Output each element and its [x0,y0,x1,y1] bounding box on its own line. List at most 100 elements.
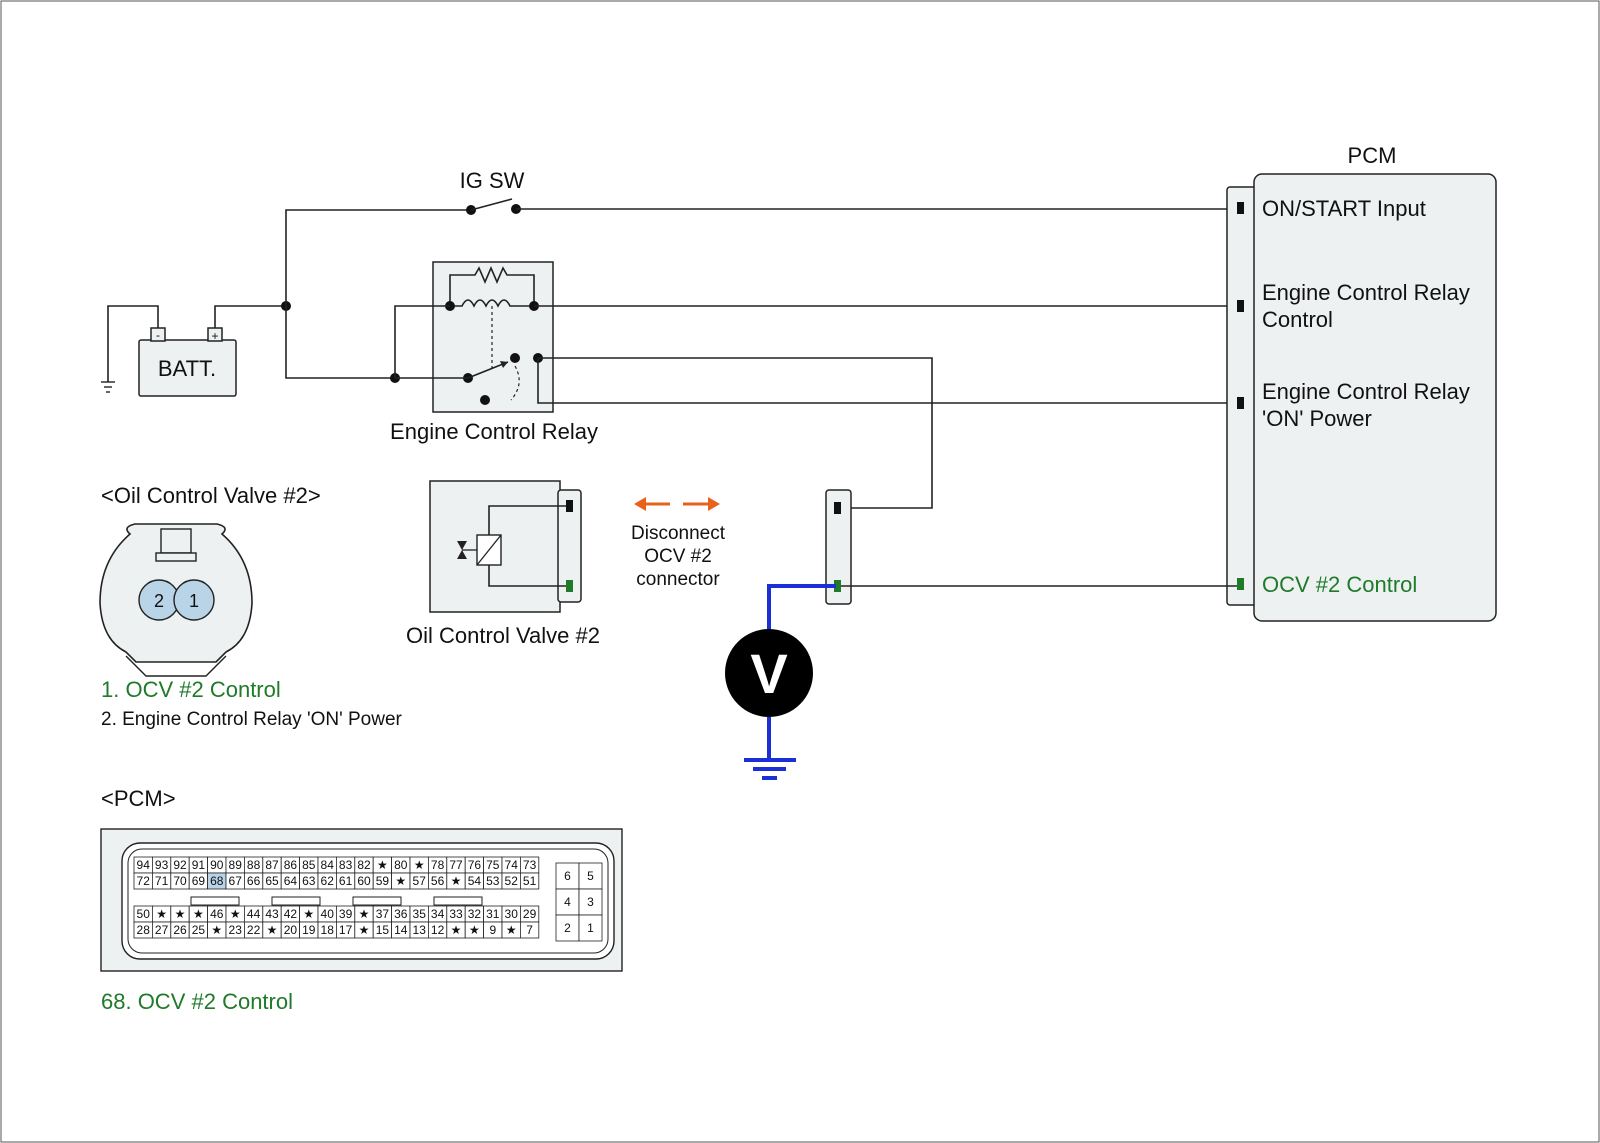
pcm-pin-label: 28 [137,923,151,937]
relay-label: Engine Control Relay [390,419,598,444]
pcm-pin-label: 40 [321,907,335,921]
pcm-pin-label: 86 [284,858,298,872]
pcm-pin-label: 23 [229,923,243,937]
pcm-pin-label: 31 [486,907,500,921]
pcm-side-pin-label: 1 [587,921,594,935]
pcm-pin-label: ★ [451,923,462,937]
pcm-pin-label: ★ [156,907,167,921]
pcm-title: PCM [1348,143,1397,168]
pcm-pin-label: 72 [137,874,151,888]
voltmeter-label: V [750,642,787,705]
pcm-pin-label: ★ [303,907,314,921]
ocv-component-label: Oil Control Valve #2 [406,623,600,648]
pcm-pin-label: 26 [173,923,187,937]
disconnect-arrows [634,497,720,511]
ground-symbol-battery [101,381,115,393]
pcm-pin-label: 93 [155,858,169,872]
pcm-pin-label: 77 [449,858,463,872]
pcm-pin-label: 78 [431,858,445,872]
pcm-side-pin-label: 5 [587,869,594,883]
pcm-pin-label: ★ [469,923,480,937]
pcm-pin-label: ★ [395,874,406,888]
ocv-legend-pin1: 1. OCV #2 Control [101,677,281,702]
pcm-pin-label: 52 [505,874,519,888]
pcm-pin-label: 46 [210,907,224,921]
pcm-pin-label: 91 [192,858,206,872]
pcm-pin-label: 92 [173,858,187,872]
pcm-pin-ocv-control: OCV #2 Control [1262,572,1417,597]
battery: - + BATT. [138,327,237,397]
pcm-legend: 68. OCV #2 Control [101,989,293,1014]
pcm-pin-label: 54 [468,874,482,888]
pcm-pin-label: 9 [489,923,496,937]
pcm-pin-label: 32 [468,907,482,921]
pcm-pin-label: 56 [431,874,445,888]
pcm-pin-label: 15 [376,923,390,937]
pcm-pin-label: 7 [526,923,533,937]
pcm-pin-label: 43 [265,907,279,921]
pcm-terminal-on-start [1237,202,1244,214]
pcm-pin-label: 37 [376,907,390,921]
pcm-pin-label: ★ [506,923,517,937]
pcm-pin-label: 20 [284,923,298,937]
pcm-pin-label: 25 [192,923,206,937]
pcm-pin-label: 63 [302,874,316,888]
pcm-pin-label: ★ [211,923,222,937]
wire-to-ig-switch [285,209,470,306]
pcm-pin-label: 53 [486,874,500,888]
meter-positive-lead [767,584,836,635]
pcm-side-pin-cell [578,914,603,942]
battery-ground-wire [107,305,159,382]
pcm-pin-label: 33 [449,907,463,921]
pcm-pin-label: 14 [394,923,408,937]
pcm-pin-label: 27 [155,923,169,937]
pcm-pin-label: 17 [339,923,353,937]
pcm-pin-label: 82 [357,858,371,872]
ocv-legend-pin2: 2. Engine Control Relay 'ON' Power [101,709,403,730]
pcm-pin-label: 61 [339,874,353,888]
pcm-terminal-relay-power [1237,397,1244,409]
pcm-pin-label: 50 [137,907,151,921]
pcm-pin-label: 85 [302,858,316,872]
pcm-pin-label: ★ [359,923,370,937]
voltmeter [725,629,813,717]
pcm-pin-cell [520,872,540,890]
pcm-pin-label: 70 [173,874,187,888]
pcm-pin-label: ★ [414,858,425,872]
wire-relay-coil-feed [394,305,450,378]
pcm-pin-label: 94 [137,858,151,872]
ocv-pin-1 [173,579,215,621]
pcm-pin-label: ★ [230,907,241,921]
pcm-pin-label: 87 [265,858,279,872]
pcm-pin-relay-control-line2: Control [1262,307,1333,332]
pcm-pin-label: 65 [265,874,279,888]
pcm-pin-relay-control-line1: Engine Control Relay [1262,280,1470,305]
pcm-pin-label: 36 [394,907,408,921]
pcm-terminal-relay-control [1237,300,1244,312]
pcm-pin-label: 22 [247,923,261,937]
pcm-pin-on-start: ON/START Input [1262,196,1426,221]
pcm-pin-label: ★ [193,907,204,921]
pcm-pin-label: 83 [339,858,353,872]
wire-to-relay-switch [285,306,395,379]
harness-connector [825,489,852,605]
disconnect-label-line3: connector [636,569,720,590]
pcm-pin-label: 34 [431,907,445,921]
battery-minus-label: - [156,328,160,342]
pcm-pin-label: 30 [505,907,519,921]
pcm-pin-label: 13 [413,923,427,937]
pcm-side-pin-label: 3 [587,895,594,909]
pcm-pin-label: 75 [486,858,500,872]
pcm-pin-label: 19 [302,923,316,937]
pcm-side-pin-label: 2 [564,921,571,935]
pcm-pin-label: 29 [523,907,537,921]
pcm-side-pin-label: 4 [564,895,571,909]
ground-symbol-meter [744,758,796,780]
pcm-pin-label: ★ [267,923,278,937]
engine-control-relay: Engine Control Relay [390,261,598,444]
pcm-terminal-ocv [1237,578,1244,590]
pcm-pin-label: ★ [175,907,186,921]
disconnect-label-line1: Disconnect [631,523,726,544]
